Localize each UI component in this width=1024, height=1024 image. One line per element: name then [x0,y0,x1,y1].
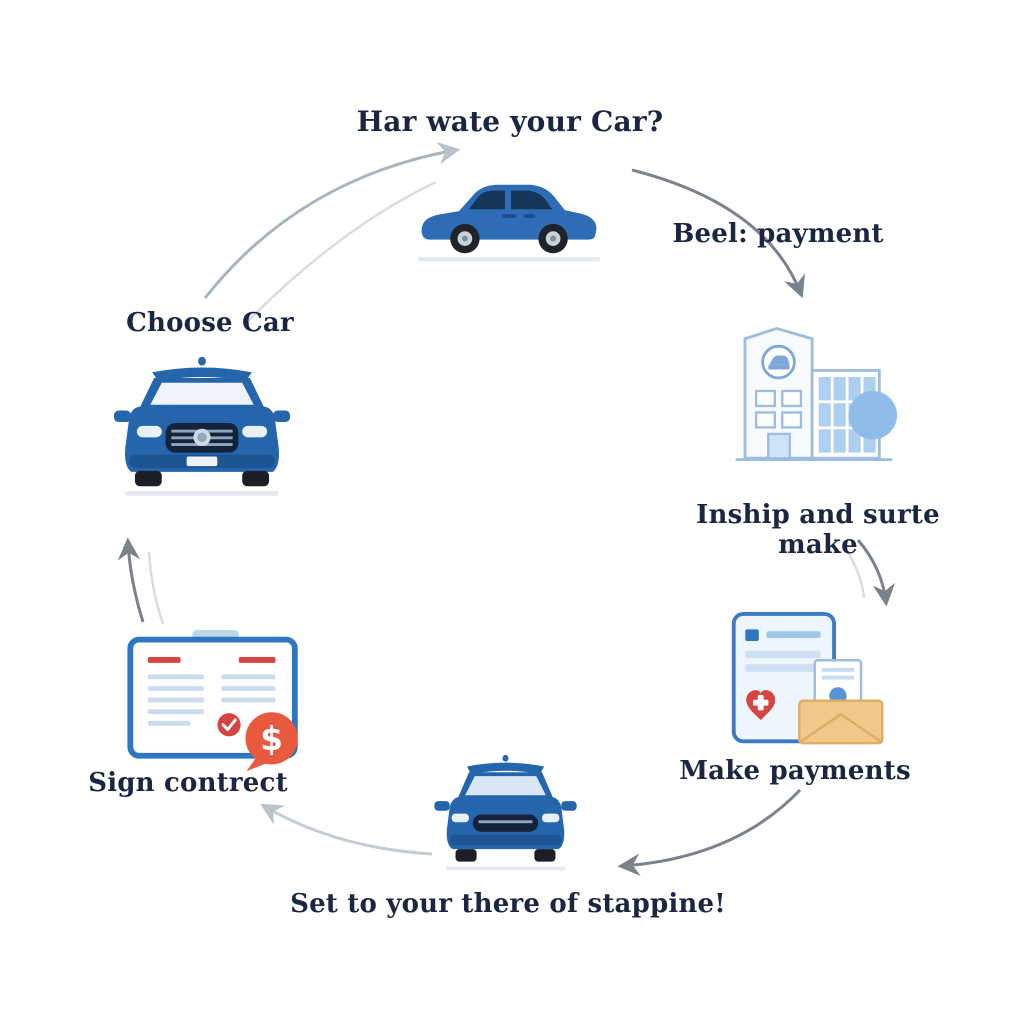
arrow-contract-to-choose [117,537,145,623]
dollar-sign: $ [260,719,283,758]
label-make-payments: Make payments [679,756,911,786]
arrow-choose-to-top [203,142,461,299]
front-car-icon [106,355,298,513]
label-payment: Beel: payment [672,219,884,249]
dealership-building-icon [730,313,898,483]
payment-tablet-icon [726,608,890,753]
label-choose-car: Choose Car [126,308,294,338]
arrow-top-to-dealership [631,168,805,299]
arrow-dealership-to-payments-echo [843,547,866,599]
label-dealership: Inship and surte make [696,500,940,560]
label-sign-contract: Sign contrect [88,768,288,798]
side-car-icon [406,170,612,268]
arrow-dealership-to-payments [856,539,896,607]
diagram-title: Har wate your Car? [356,105,664,138]
arrow-contract-to-choose-echo [147,551,165,625]
bottom-car-icon [428,753,583,878]
arrow-car-to-contract [260,803,433,856]
arrow-choose-to-top-echo [246,180,437,323]
contract-icon: $ [120,628,310,778]
arrow-payments-to-car [617,788,802,876]
label-drive-away: Set to your there of stappine! [290,889,726,919]
